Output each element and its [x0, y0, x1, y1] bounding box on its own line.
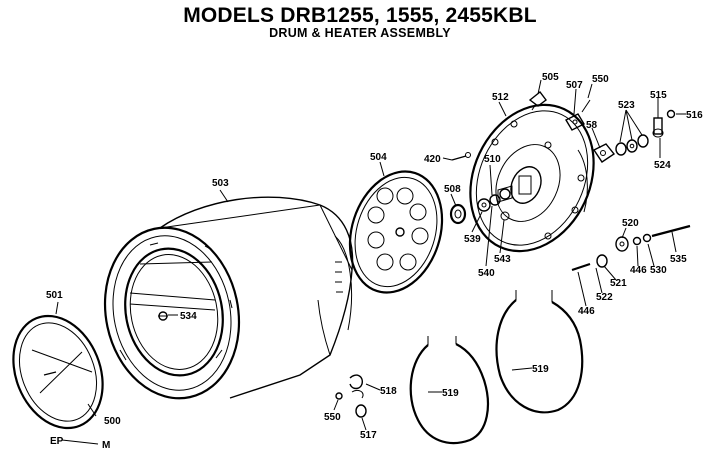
diagram-subtitle: DRUM & HEATER ASSEMBLY — [269, 26, 451, 40]
callout-550-upper: 550 — [592, 74, 609, 85]
heater-coil-small-part[interactable] — [409, 336, 490, 445]
callout-535: 535 — [670, 254, 687, 265]
callout-503: 503 — [212, 178, 229, 189]
callout-523: 523 — [618, 100, 635, 111]
callout-446-lower: 446 — [578, 306, 595, 317]
callout-543: 543 — [494, 254, 511, 265]
callout-524: 524 — [654, 160, 671, 171]
heater-bulkhead-part[interactable] — [447, 85, 616, 272]
callout-510: 510 — [484, 154, 501, 165]
callout-550-lower: 550 — [324, 412, 341, 423]
upper-clip-part[interactable] — [528, 91, 547, 111]
bearing-508-part[interactable] — [449, 203, 467, 225]
shaft-hardware-part[interactable] — [477, 185, 513, 221]
callout-516: 516 — [686, 110, 703, 121]
leader-lines — [55, 79, 686, 445]
callout-530: 530 — [650, 265, 667, 276]
thermostat-58-part[interactable] — [592, 143, 616, 163]
callout-505: 505 — [542, 72, 559, 83]
washers-523-part[interactable] — [615, 134, 649, 156]
callout-508: 508 — [444, 184, 461, 195]
callout-58: 58 — [586, 120, 598, 131]
callout-446-upper: 446 — [630, 265, 647, 276]
callout-521: 521 — [610, 278, 627, 289]
bracket-507-part[interactable] — [565, 99, 591, 131]
callout-504: 504 — [370, 152, 387, 163]
callout-517: 517 — [360, 430, 377, 441]
callout-518: 518 — [380, 386, 397, 397]
heater-coil-large-part[interactable] — [495, 290, 584, 414]
callout-507: 507 — [566, 80, 583, 91]
callout-m: M — [102, 440, 110, 451]
screw-550-lower-part[interactable] — [335, 392, 343, 400]
callout-520: 520 — [622, 218, 639, 229]
screw-420-part[interactable] — [451, 152, 471, 161]
callout-539: 539 — [464, 234, 481, 245]
callout-ep: EP — [50, 436, 64, 447]
callout-519-large: 519 — [532, 364, 549, 375]
callout-522: 522 — [596, 292, 613, 303]
callout-420: 420 — [424, 154, 441, 165]
callout-500: 500 — [104, 416, 121, 427]
callout-540: 540 — [478, 268, 495, 279]
callout-501: 501 — [46, 290, 63, 301]
callout-512: 512 — [492, 92, 509, 103]
callout-534: 534 — [180, 311, 197, 322]
callout-515: 515 — [650, 90, 667, 101]
nut-517-part[interactable] — [355, 404, 367, 418]
front-seal-ring-part[interactable] — [0, 302, 119, 441]
drum-part[interactable] — [90, 196, 354, 411]
diagram-title: MODELS DRB1255, 1555, 2455KBL — [183, 4, 537, 27]
screw-534-part[interactable] — [158, 311, 168, 321]
rear-hardware-part[interactable] — [571, 224, 691, 272]
terminal-bolt-515-part[interactable] — [652, 109, 676, 138]
callout-519-small: 519 — [442, 388, 459, 399]
drum-back-plate-part[interactable] — [335, 159, 457, 304]
terminal-518-part[interactable] — [349, 374, 364, 399]
